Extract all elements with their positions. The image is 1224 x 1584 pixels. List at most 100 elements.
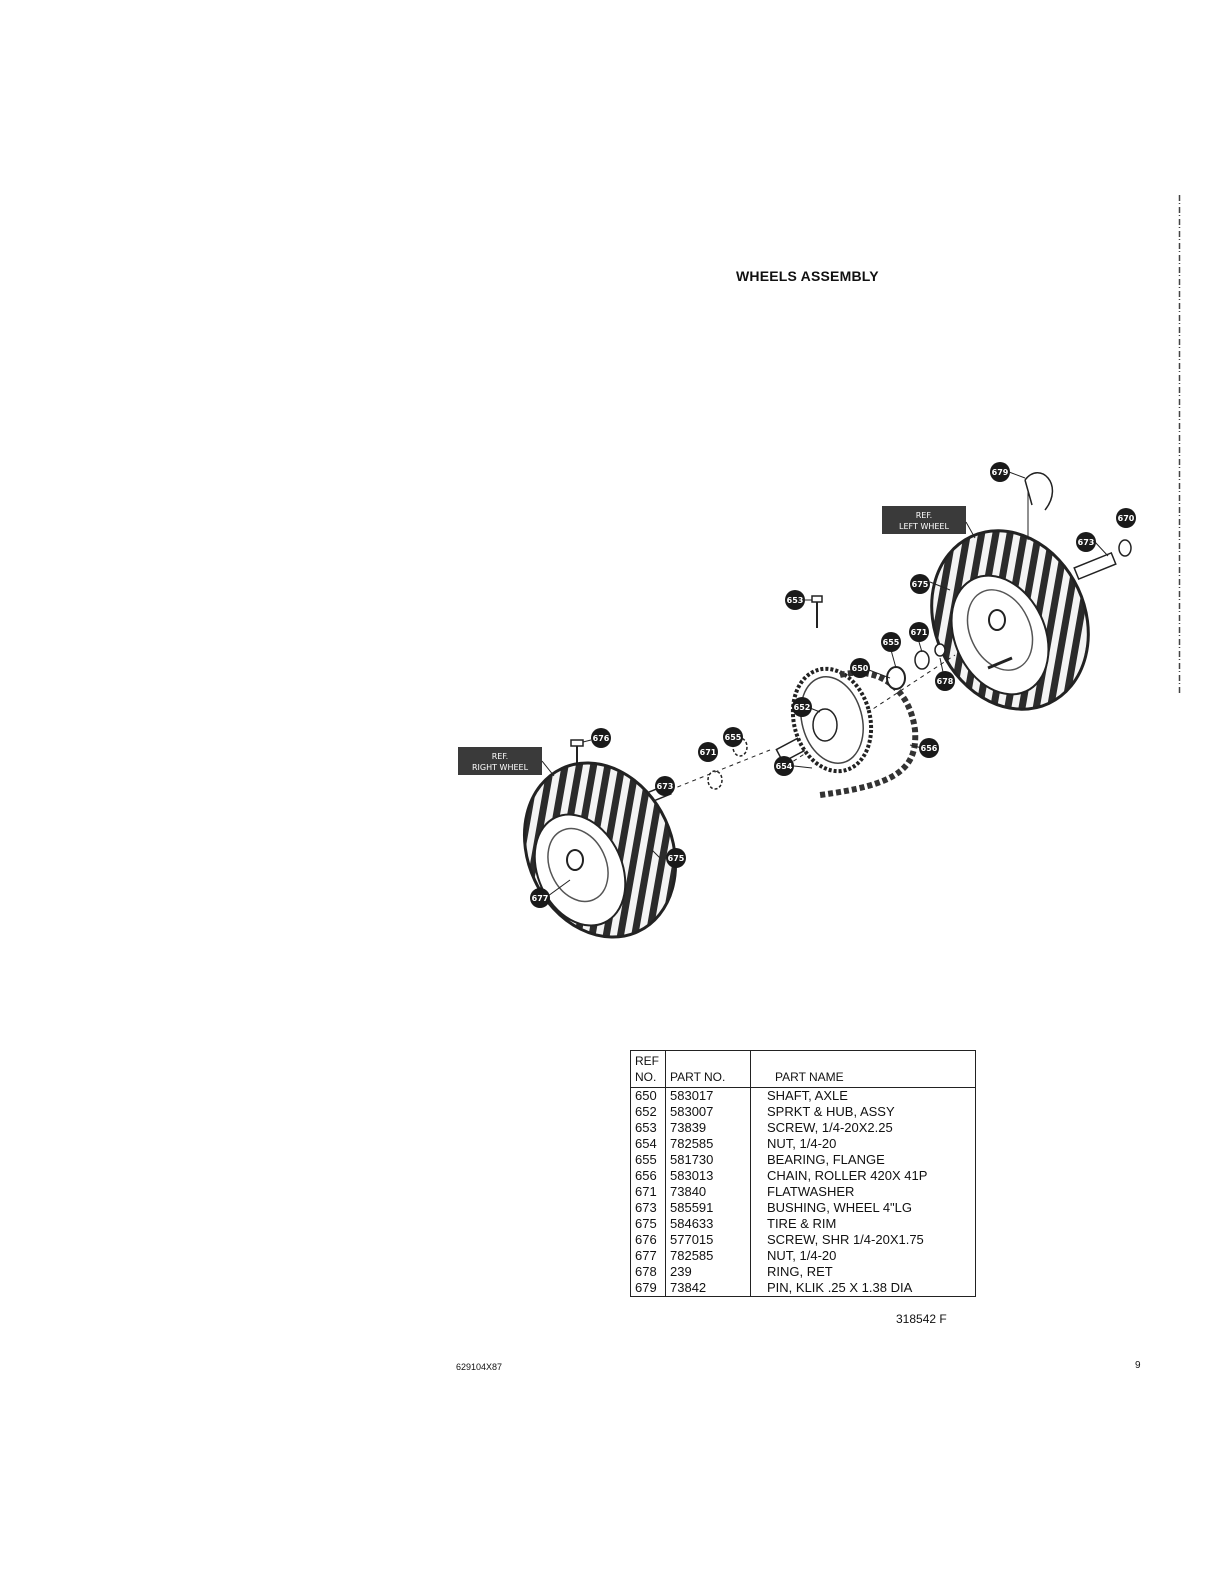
cell-ref-no: 673 <box>630 1200 666 1216</box>
cell-part-no: 585591 <box>665 1200 751 1216</box>
ref-left-wheel-label: REF. LEFT WHEEL <box>882 506 966 534</box>
svg-text:670: 670 <box>1118 514 1135 523</box>
left-bushing <box>1073 539 1132 581</box>
cell-ref-no: 675 <box>630 1216 666 1232</box>
cell-part-no: 73842 <box>665 1280 751 1297</box>
cell-ref-no: 654 <box>630 1136 666 1152</box>
callout-650: 650 <box>850 658 870 678</box>
callouts: 679 670 673 675 653 655 671 650 678 652 … <box>530 462 1136 908</box>
svg-text:671: 671 <box>911 628 928 637</box>
cell-ref-no: 676 <box>630 1232 666 1248</box>
callout-656: 656 <box>919 738 939 758</box>
svg-text:655: 655 <box>883 638 900 647</box>
page-title: WHEELS ASSEMBLY <box>736 268 879 284</box>
svg-text:RIGHT WHEEL: RIGHT WHEEL <box>472 763 529 772</box>
svg-text:673: 673 <box>657 782 674 791</box>
cell-part-no: 73840 <box>665 1184 751 1200</box>
svg-text:673: 673 <box>1078 538 1095 547</box>
cell-part-name: NUT, 1/4-20 <box>767 1136 837 1151</box>
drawing-number: 318542 F <box>896 1312 947 1326</box>
footer-code: 629104X87 <box>456 1362 503 1372</box>
callout-654: 654 <box>774 756 794 776</box>
cell-part-name: SCREW, SHR 1/4-20X1.75 <box>767 1232 924 1247</box>
callout-671: 671 <box>909 622 929 642</box>
svg-text:678: 678 <box>937 677 954 686</box>
cell-ref-no: 671 <box>630 1184 666 1200</box>
cell-part-name: FLATWASHER <box>767 1184 855 1199</box>
callout-675-right: 675 <box>666 848 686 868</box>
svg-text:671: 671 <box>700 748 717 757</box>
svg-text:656: 656 <box>921 744 938 753</box>
cell-part-no: 782585 <box>665 1136 751 1152</box>
svg-text:REF.: REF. <box>916 511 932 520</box>
svg-text:679: 679 <box>992 468 1009 477</box>
header-part-name: PART NAME <box>750 1050 976 1088</box>
svg-text:LEFT WHEEL: LEFT WHEEL <box>899 522 949 531</box>
callout-671-right: 671 <box>698 742 718 762</box>
callout-655: 655 <box>881 632 901 652</box>
svg-text:REF.: REF. <box>492 752 508 761</box>
cell-ref-no: 656 <box>630 1168 666 1184</box>
cell-part-no: 584633 <box>665 1216 751 1232</box>
svg-text:655: 655 <box>725 733 742 742</box>
callout-677: 677 <box>530 888 550 908</box>
cell-part-name: SCREW, 1/4-20X2.25 <box>767 1120 893 1135</box>
cell-ref-no: 650 <box>630 1087 666 1104</box>
callout-676: 676 <box>591 728 611 748</box>
cell-part-no: 577015 <box>665 1232 751 1248</box>
svg-text:675: 675 <box>668 854 685 863</box>
svg-text:677: 677 <box>532 894 549 903</box>
cell-part-no: 583013 <box>665 1168 751 1184</box>
callout-653: 653 <box>785 590 805 610</box>
svg-text:652: 652 <box>794 703 811 712</box>
cell-part-no: 782585 <box>665 1248 751 1264</box>
callout-673-left: 673 <box>1076 532 1096 552</box>
page-number: 9 <box>1135 1360 1141 1371</box>
cell-part-name: BUSHING, WHEEL 4"LG <box>767 1200 912 1215</box>
pin-loop <box>1024 472 1054 511</box>
cell-part-name: NUT, 1/4-20 <box>767 1248 837 1263</box>
cell-part-name: CHAIN, ROLLER 420X 41P <box>767 1168 928 1183</box>
cell-part-no: 239 <box>665 1264 751 1280</box>
cell-ref-no: 678 <box>630 1264 666 1280</box>
svg-text:676: 676 <box>593 734 610 743</box>
cell-part-name: PIN, KLIK .25 X 1.38 DIA <box>767 1280 913 1295</box>
cell-part-no: 581730 <box>665 1152 751 1168</box>
svg-text:650: 650 <box>852 664 869 673</box>
callout-679: 679 <box>990 462 1010 482</box>
ref-right-wheel-label: REF. RIGHT WHEEL <box>458 747 542 775</box>
scan-edge-artifact <box>1178 195 1181 695</box>
cell-part-no: 583007 <box>665 1104 751 1120</box>
cell-part-name: SPRKT & HUB, ASSY <box>767 1104 895 1119</box>
callout-652: 652 <box>792 697 812 717</box>
callout-673-right: 673 <box>655 776 675 796</box>
callout-678: 678 <box>935 671 955 691</box>
left-wheel <box>930 529 1090 711</box>
cell-part-name: RING, RET <box>767 1264 833 1279</box>
sprocket <box>790 666 874 774</box>
callout-655-right: 655 <box>723 727 743 747</box>
cell-part-name: TIRE & RIM <box>767 1216 837 1231</box>
svg-text:653: 653 <box>787 596 804 605</box>
svg-text:675: 675 <box>912 580 929 589</box>
callout-670: 670 <box>1116 508 1136 528</box>
cell-part-name: BEARING, FLANGE <box>767 1152 885 1167</box>
header-part-no: PART NO. <box>665 1050 751 1088</box>
cell-ref-no: 652 <box>630 1104 666 1120</box>
roller-chain <box>819 669 919 798</box>
cell-part-name: SHAFT, AXLE <box>767 1088 848 1103</box>
cell-ref-no: 655 <box>630 1152 666 1168</box>
